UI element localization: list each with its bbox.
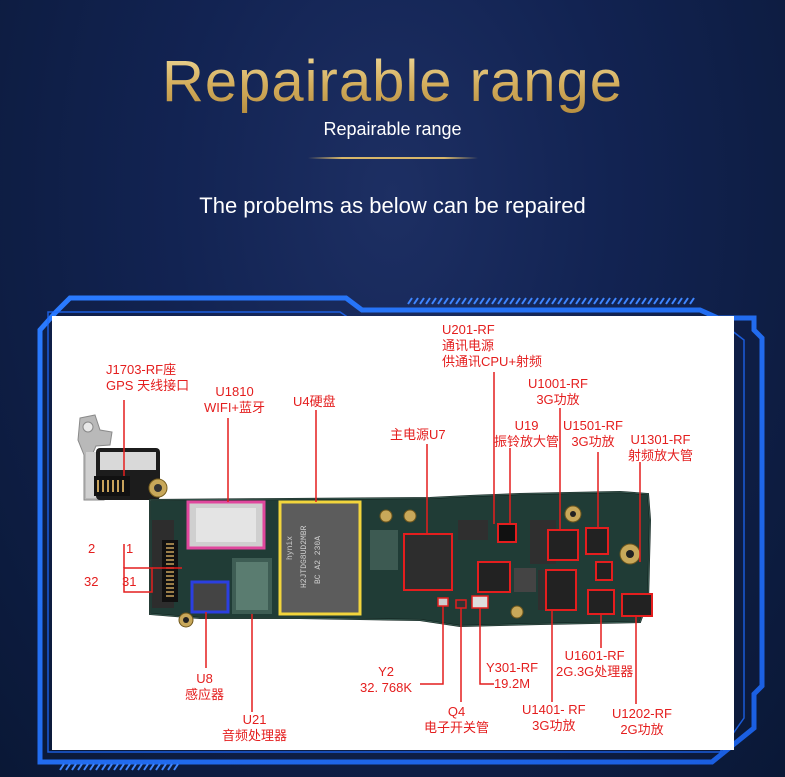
label-u19: U19 振铃放大管 <box>494 418 559 450</box>
label-u8-line1: U8 <box>196 671 213 686</box>
description-text: The probelms as below can be repaired <box>199 193 586 218</box>
label-u1202-line2: 2G功放 <box>620 722 664 737</box>
label-u1501-line1: U1501-RF <box>563 418 623 433</box>
u1501-chip <box>586 528 608 554</box>
label-u21-line2: 音频处理器 <box>222 728 288 743</box>
pin-label-32: 32 <box>84 574 99 589</box>
label-u21-line1: U21 <box>242 712 267 727</box>
label-u1810-line1: U1810 <box>215 384 254 399</box>
label-u1601-line2: 2G.3G处理器 <box>556 664 634 679</box>
u201-chip <box>498 524 516 542</box>
gps-connector-module <box>94 448 168 500</box>
label-u8: U8 感应器 <box>185 671 224 703</box>
q4-switch <box>455 599 467 609</box>
label-u1001-line1: U1001-RF <box>528 376 588 391</box>
screw-hole <box>403 509 417 523</box>
label-u1001: U1001-RF 3G功放 <box>528 376 588 408</box>
label-u21: U21 音频处理器 <box>222 712 287 744</box>
pin-label-2: 2 <box>88 541 96 556</box>
pin-label-1: 1 <box>126 541 134 556</box>
label-u201-line1: U201-RF <box>442 322 495 337</box>
label-u201: U201-RF 通讯电源 供通讯CPU+射频 <box>442 322 542 370</box>
u1301-chip <box>596 562 612 580</box>
leader-lines <box>123 372 641 712</box>
label-u1601-line1: U1601-RF <box>564 648 625 663</box>
label-y2: Y2 32. 768K <box>360 664 412 696</box>
label-q4: Q4 电子开关管 <box>424 704 489 736</box>
label-u7-line1: 主电源U7 <box>390 427 446 442</box>
label-u1601: U1601-RF 2G.3G处理器 <box>556 648 633 680</box>
label-y301-line1: Y301-RF <box>486 660 539 675</box>
u4-chip-marking-1: hynix <box>286 536 295 560</box>
pin-label-31: 31 <box>122 574 137 589</box>
label-y2-line1: Y2 <box>378 664 394 679</box>
label-j1703-line2: GPS 天线接口 <box>106 378 190 393</box>
label-u201-line2: 通讯电源 <box>442 338 495 353</box>
u19-chip <box>478 562 510 592</box>
label-u4: U4硬盘 <box>293 394 336 410</box>
u1001-chip <box>548 530 578 560</box>
u4-chip <box>280 502 360 614</box>
label-j1703-line1: J1703-RF座 <box>106 362 177 377</box>
label-u1202: U1202-RF 2G功放 <box>612 706 672 738</box>
u1202-chip <box>622 594 652 616</box>
u8-chip <box>192 582 228 612</box>
frame-hatch-top <box>407 297 695 305</box>
frame-outer <box>37 295 765 765</box>
label-u4-line1: U4硬盘 <box>293 394 336 409</box>
y2-crystal <box>437 597 449 607</box>
label-u201-line3: 供通讯CPU+射频 <box>442 354 543 369</box>
label-u1810: U1810 WIFI+蓝牙 <box>204 384 265 416</box>
label-j1703: J1703-RF座 GPS 天线接口 <box>106 362 189 394</box>
label-u1501-line2: 3G功放 <box>571 434 615 449</box>
page-subtitle: Repairable range <box>323 119 462 139</box>
label-u1202-line1: U1202-RF <box>612 706 672 721</box>
u1401-chip <box>546 570 576 610</box>
label-u1301-line1: U1301-RF <box>630 432 691 447</box>
label-u7: 主电源U7 <box>390 427 446 443</box>
label-u19-line2: 振铃放大管 <box>494 434 560 449</box>
u4-chip-marking-3: BC A2 230A <box>314 536 323 584</box>
u4-chip-marking-2: H2JTDG8UD2MBR <box>300 525 309 588</box>
gold-divider <box>308 157 478 159</box>
screw-hole <box>510 605 524 619</box>
label-u1401-line1: U1401- RF <box>522 702 586 717</box>
label-u1401: U1401- RF 3G功放 <box>522 702 586 734</box>
label-y301-line2: 19.2M <box>493 676 531 691</box>
label-u1001-line2: 3G功放 <box>536 392 580 407</box>
label-u1501: U1501-RF 3G功放 <box>563 418 623 450</box>
page-title: Repairable range <box>0 48 785 115</box>
pin-bracket <box>123 567 153 593</box>
y301-crystal <box>471 595 489 609</box>
frame-hatch-bottom <box>59 763 179 771</box>
label-u1401-line2: 3G功放 <box>532 718 576 733</box>
frame-inner <box>47 311 745 753</box>
screw-hole <box>379 509 393 523</box>
u7-chip <box>404 534 452 590</box>
label-u8-line2: 感应器 <box>185 687 225 702</box>
u1601-chip <box>588 590 614 614</box>
label-u1301: U1301-RF 射频放大管 <box>628 432 693 464</box>
label-u1810-line2: WIFI+蓝牙 <box>204 400 266 415</box>
label-y301: Y301-RF 19.2M <box>486 660 538 692</box>
label-u19-line1: U19 <box>514 418 539 433</box>
label-y2-line2: 32. 768K <box>360 680 413 695</box>
label-q4-line2: 电子开关管 <box>424 720 490 735</box>
label-q4-line1: Q4 <box>447 704 466 719</box>
label-u1301-line2: 射频放大管 <box>628 448 694 463</box>
